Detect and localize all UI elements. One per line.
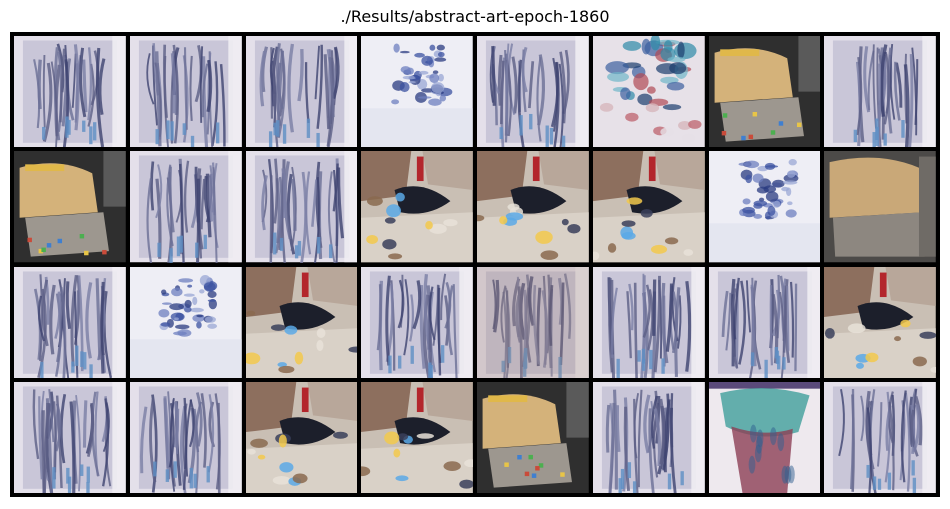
generated-sample-image	[14, 36, 126, 148]
sample-tile-r3-c8	[824, 266, 936, 378]
sample-tile-r2-c4	[361, 151, 473, 263]
generated-sample-image	[824, 151, 936, 263]
generated-sample-image	[592, 151, 705, 263]
sample-tile-r1-c1	[14, 36, 126, 148]
generated-sample-image	[14, 151, 126, 263]
generated-sample-image	[361, 36, 473, 148]
generated-sample-image	[477, 266, 589, 378]
generated-sample-image	[824, 381, 936, 493]
sample-tile-r4-c7	[708, 381, 821, 493]
generated-sample-image	[14, 381, 126, 493]
generated-sample-image	[361, 151, 473, 263]
sample-tile-r4-c8	[824, 381, 936, 493]
generated-sample-image	[361, 266, 473, 378]
figure-title: ./Results/abstract-art-epoch-1860	[340, 7, 610, 26]
generated-sample-image	[129, 151, 242, 263]
sample-tile-r3-c7	[708, 266, 821, 378]
generated-sample-image	[245, 266, 358, 378]
generated-sample-image	[14, 266, 126, 378]
generated-sample-image	[592, 266, 705, 378]
generated-sample-image	[592, 381, 705, 493]
generated-sample-image	[708, 36, 821, 148]
generated-sample-image	[592, 36, 705, 148]
image-grid	[10, 32, 940, 497]
sample-tile-r1-c2	[129, 36, 242, 148]
sample-tile-r2-c5	[477, 151, 589, 263]
sample-tile-r3-c2	[129, 266, 242, 378]
sample-tile-r3-c1	[14, 266, 126, 378]
generated-sample-image	[824, 36, 936, 148]
generated-sample-image	[245, 151, 358, 263]
sample-tile-r4-c5	[477, 381, 589, 493]
sample-tile-r1-c8	[824, 36, 936, 148]
sample-tile-r4-c3	[245, 381, 358, 493]
generated-sample-image	[129, 381, 242, 493]
generated-sample-image	[245, 36, 358, 148]
generated-sample-image	[129, 266, 242, 378]
sample-tile-r3-c5	[477, 266, 589, 378]
sample-tile-r3-c6	[592, 266, 705, 378]
sample-tile-r1-c3	[245, 36, 358, 148]
generated-sample-image	[129, 36, 242, 148]
sample-tile-r2-c1	[14, 151, 126, 263]
sample-tile-r2-c2	[129, 151, 242, 263]
generated-sample-image	[245, 381, 358, 493]
sample-tile-r3-c4	[361, 266, 473, 378]
sample-tile-r4-c4	[361, 381, 473, 493]
sample-tile-r4-c2	[129, 381, 242, 493]
sample-tile-r3-c3	[245, 266, 358, 378]
sample-tile-r2-c6	[592, 151, 705, 263]
sample-tile-r2-c3	[245, 151, 358, 263]
sample-tile-r4-c6	[592, 381, 705, 493]
sample-tile-r4-c1	[14, 381, 126, 493]
generated-sample-image	[708, 151, 821, 263]
generated-sample-image	[708, 381, 821, 493]
sample-tile-r2-c7	[708, 151, 821, 263]
generated-sample-image	[824, 266, 936, 378]
sample-tile-r1-c7	[708, 36, 821, 148]
generated-sample-image	[361, 381, 473, 493]
sample-tile-r1-c5	[477, 36, 589, 148]
sample-tile-r1-c4	[361, 36, 473, 148]
sample-tile-r2-c8	[824, 151, 936, 263]
generated-sample-image	[477, 381, 589, 493]
generated-sample-image	[477, 151, 589, 263]
generated-sample-image	[708, 266, 821, 378]
sample-tile-r1-c6	[592, 36, 705, 148]
generated-sample-image	[477, 36, 589, 148]
